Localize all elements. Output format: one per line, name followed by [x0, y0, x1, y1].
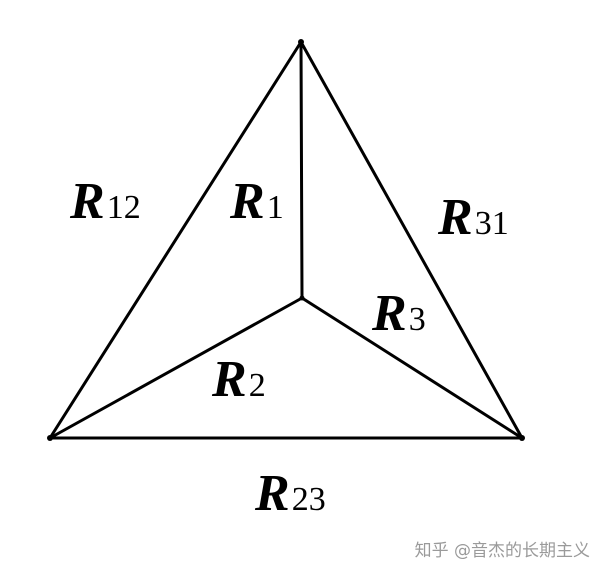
label-r12: R12	[69, 173, 141, 230]
label-r2: R2	[211, 351, 266, 408]
label-r31: R31	[437, 189, 509, 246]
node-top	[298, 39, 304, 45]
watermark: 知乎 @音杰的长期主义	[415, 541, 590, 561]
node-left	[47, 435, 53, 441]
label-r3: R3	[371, 285, 426, 342]
node-right	[519, 435, 525, 441]
edge-top-left	[48, 40, 303, 440]
label-r1: R1	[229, 173, 284, 230]
label-r23: R23	[254, 465, 326, 522]
edge-center-right	[300, 296, 524, 440]
edge-top-right	[299, 40, 524, 440]
edge-center-top	[299, 40, 304, 300]
edge-center-left	[48, 296, 304, 440]
node-center	[299, 295, 305, 301]
